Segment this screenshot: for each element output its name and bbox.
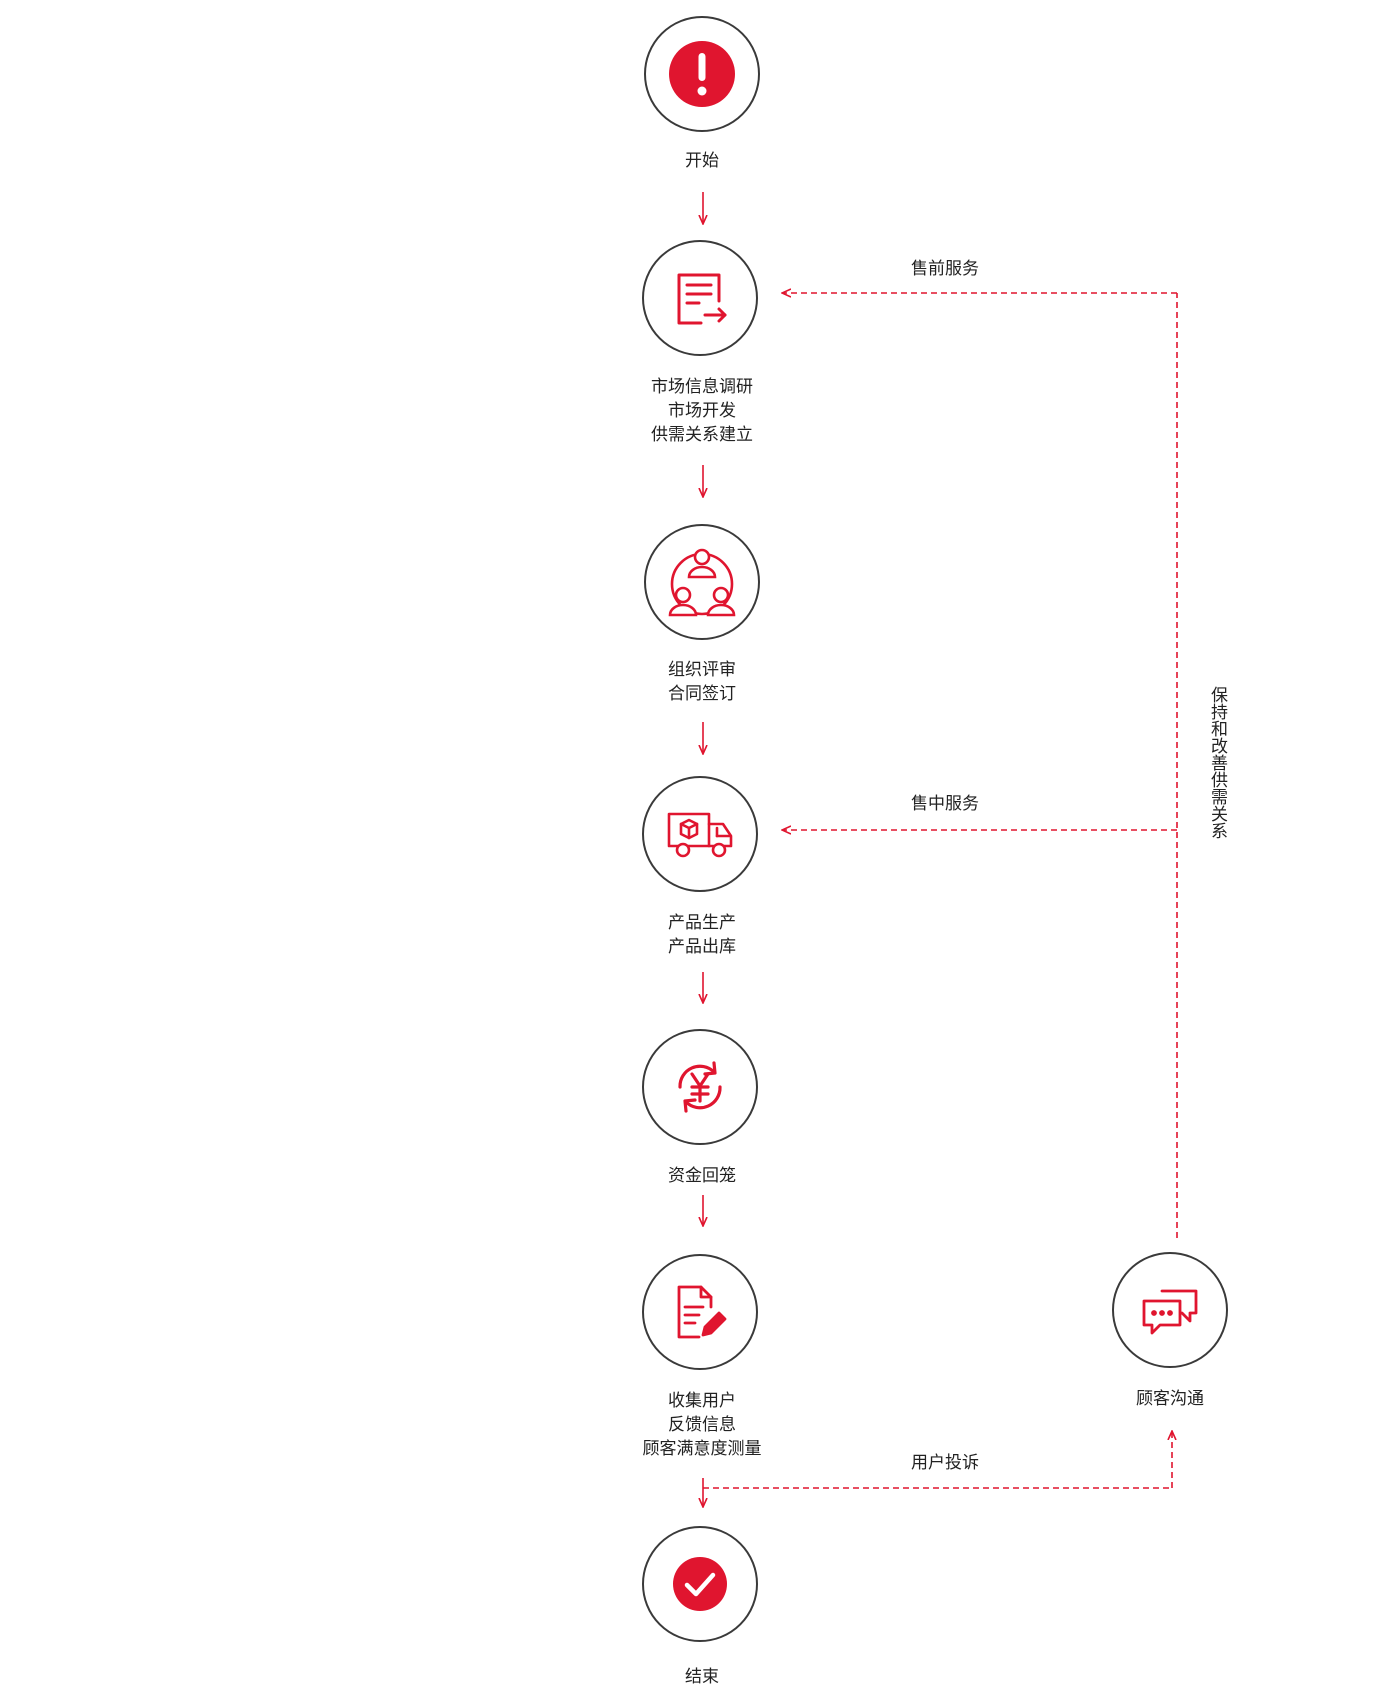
edge-label-complaint: 用户投诉	[911, 1453, 979, 1473]
edge-label-insale: 售中服务	[911, 794, 979, 814]
edge-label-presale: 售前服务	[911, 259, 979, 279]
people-group-icon	[668, 548, 736, 617]
node-start-label: 开始	[685, 151, 719, 171]
node-feedback	[642, 1254, 758, 1370]
node-review	[644, 524, 760, 640]
node-start	[644, 16, 760, 132]
node-funds	[642, 1029, 758, 1145]
edge-label-maintain: 保持和改善供需关系	[1207, 686, 1227, 839]
node-end-label: 结束	[685, 1667, 719, 1687]
node-customer-label: 顾客沟通	[1136, 1389, 1204, 1409]
node-funds-label: 资金回笼	[668, 1166, 736, 1186]
exclamation-icon	[669, 41, 735, 107]
yuan-refresh-icon	[678, 1061, 722, 1113]
node-production	[642, 776, 758, 892]
node-end	[642, 1526, 758, 1642]
document-edit-icon	[677, 1285, 727, 1339]
checkmark-icon	[673, 1557, 727, 1611]
node-feedback-label: 收集用户 反馈信息 顾客满意度测量	[642, 1391, 762, 1459]
chat-bubbles-icon	[1142, 1289, 1198, 1335]
delivery-truck-icon	[667, 812, 733, 858]
node-review-label: 组织评审 合同签订	[668, 660, 736, 704]
node-production-label: 产品生产 产品出库	[668, 913, 736, 957]
document-export-icon	[677, 273, 727, 325]
node-market-label: 市场信息调研 市场开发 供需关系建立	[651, 377, 753, 445]
node-market-research	[642, 240, 758, 356]
node-customer-communication	[1112, 1252, 1228, 1368]
